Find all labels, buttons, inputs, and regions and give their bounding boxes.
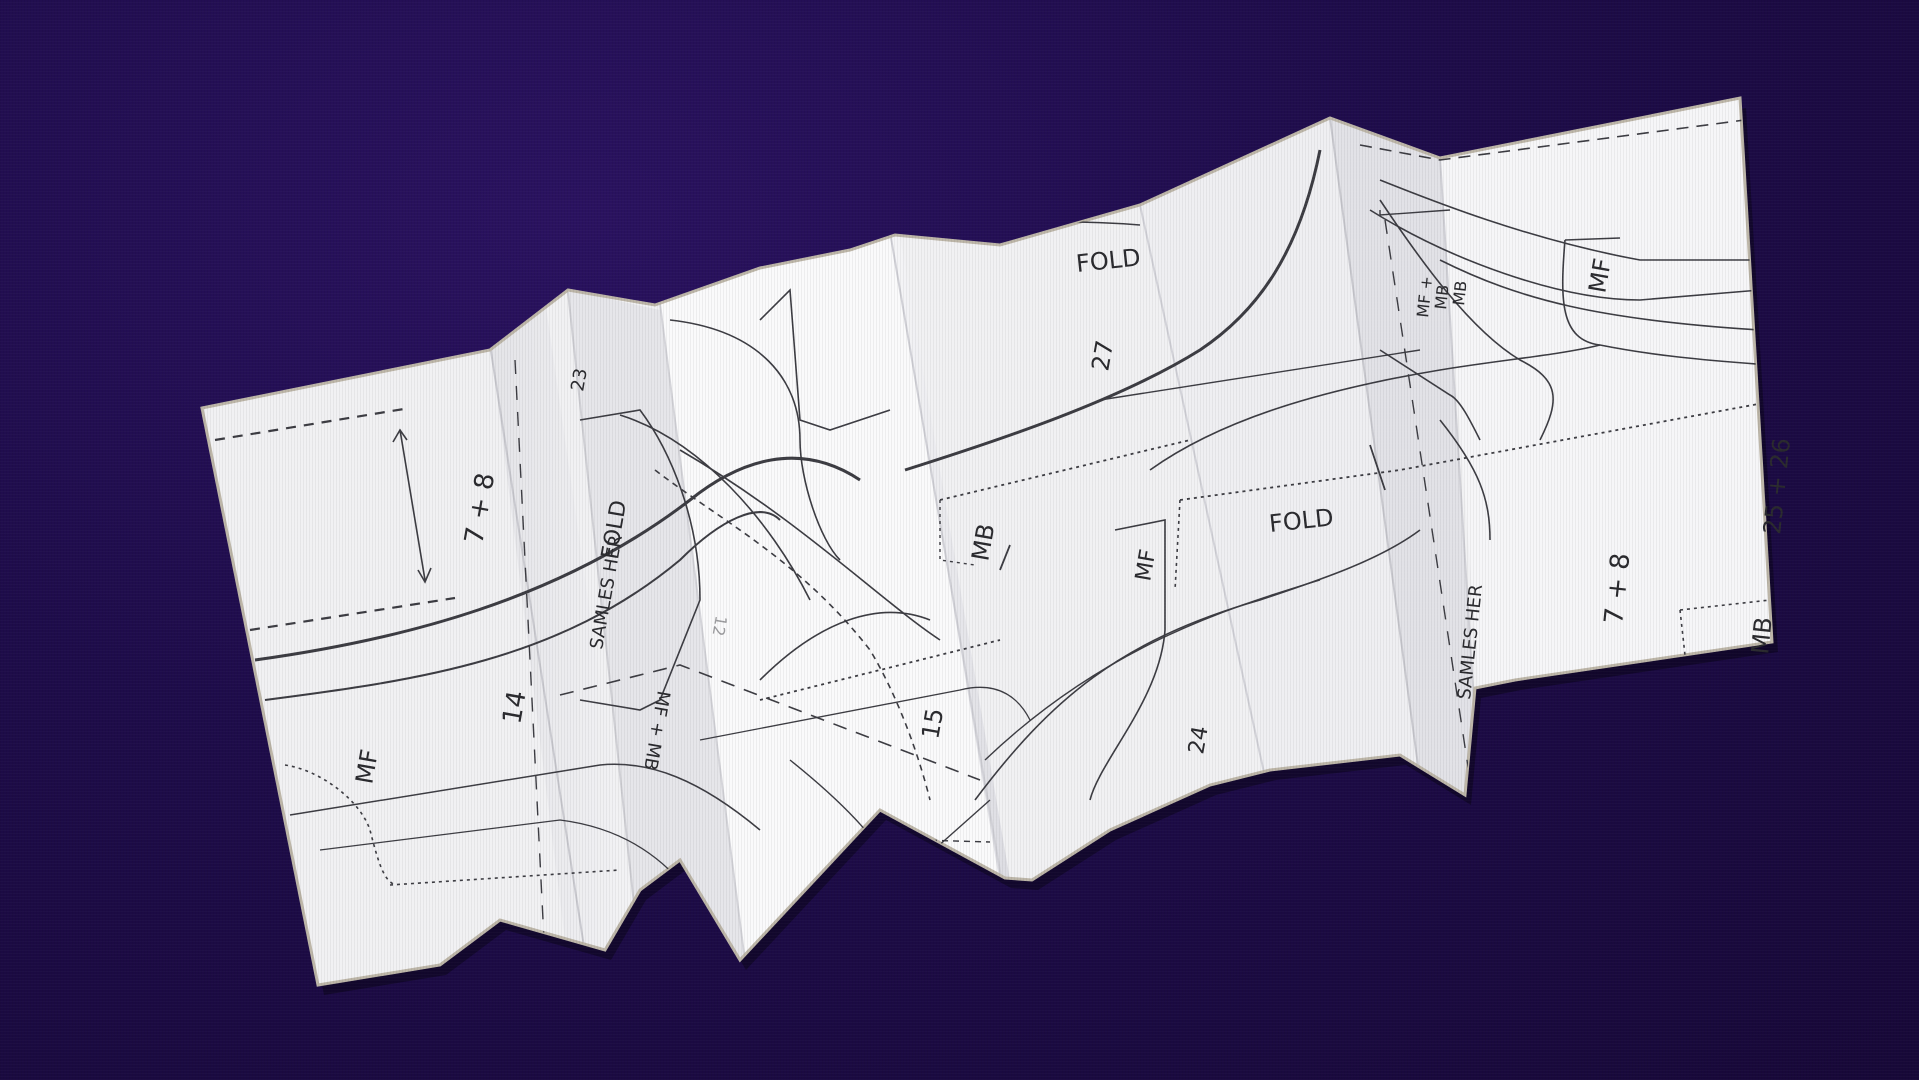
label-15: 15 [916,706,949,741]
label-7-plus-8-right: 7 + 8 [1599,552,1636,626]
label-mf-mb-stack-2: MB [1431,284,1452,311]
label-fold-mid: FOLD [1268,503,1335,538]
pattern-lines [214,117,1772,961]
label-12-faint: 12 [709,614,731,637]
paper-edge [200,96,1774,987]
label-mf-left: MF [350,747,384,786]
label-fold-top: FOLD [1075,243,1142,278]
label-24: 24 [1184,724,1213,756]
label-mf-right: MF [1583,256,1617,295]
label-mb-mid: MB [966,522,1000,563]
label-23: 23 [567,367,592,393]
label-27: 27 [1086,338,1119,373]
label-mf-mid: MF [1131,548,1161,584]
label-mb-right: MB [1746,616,1778,656]
label-14: 14 [497,688,532,726]
label-mf-mb-stack-1: MF + [1413,275,1436,318]
label-mf-mb-stack-3: MB [1449,280,1470,307]
